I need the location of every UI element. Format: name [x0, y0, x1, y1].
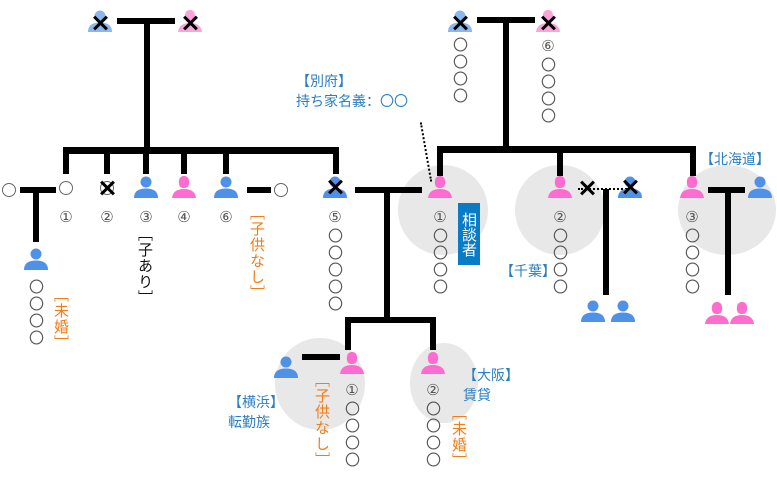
name-column: ①〇〇〇〇: [343, 381, 361, 469]
marriage-line: [247, 187, 271, 193]
grandmother-paternal: [177, 10, 203, 32]
name-column: ⑥: [217, 208, 235, 228]
note-yokohama: 【横浜】転勤族: [228, 393, 284, 433]
note-chiba: 【千葉】: [500, 264, 556, 280]
children-bar: [345, 317, 436, 323]
caption-unmarried: ［未婚］: [52, 287, 70, 351]
sister3: [679, 176, 705, 198]
drop-line: [143, 147, 149, 174]
name-column: 〇〇〇〇: [451, 37, 469, 105]
drop-line: [181, 147, 187, 174]
descent-line: [603, 189, 609, 295]
nephew-b: [610, 300, 636, 322]
deceased-x-icon: [93, 16, 107, 30]
grandmother-maternal: [535, 10, 561, 32]
caption-has-children: ［子あり］: [136, 226, 154, 306]
name-column: ⑤〇〇〇〇〇: [326, 208, 344, 313]
name-column: 〇〇〇〇: [27, 279, 45, 347]
consultant-badge: 相談者: [458, 203, 480, 265]
daughter1: [339, 352, 365, 374]
note-line: 賃貸: [463, 388, 491, 404]
drop-line: [223, 147, 229, 174]
name-column: ③: [137, 208, 155, 228]
consultant: [427, 176, 453, 198]
descent-line: [144, 18, 150, 150]
deceased-x-icon: [328, 180, 342, 194]
note-osaka: 【大阪】賃貸: [463, 366, 519, 406]
marriage-line: [302, 354, 340, 360]
note-line: 転勤族: [228, 415, 270, 431]
spouse-circle: [2, 183, 16, 197]
caption-unmarried: ［未婚］: [450, 405, 468, 469]
sibling-bar: [63, 147, 339, 154]
name-column: ①: [57, 208, 75, 228]
deceased-x-icon: [453, 16, 467, 30]
sister2: [547, 176, 573, 198]
drop-line: [430, 317, 436, 350]
drop-line: [63, 147, 69, 174]
daughter2: [420, 352, 446, 374]
deceased-x-icon: [100, 181, 114, 195]
niece-a: [704, 302, 730, 324]
cousin: [23, 248, 49, 270]
note-hokkaido: 【北海道】: [700, 152, 770, 168]
name-column: ②: [98, 208, 116, 228]
deceased-x-icon: [541, 16, 555, 30]
note-line: 【別府】: [296, 74, 352, 90]
name-column: ②〇〇〇〇: [551, 208, 569, 296]
uncle6: [213, 176, 239, 198]
uncle2-circle: [100, 181, 114, 195]
name-column: ①〇〇〇〇: [431, 208, 449, 296]
drop-line: [557, 146, 563, 176]
drop-line: [104, 147, 110, 174]
uncle3: [133, 176, 159, 198]
aunt4: [171, 176, 197, 198]
drop-line: [345, 317, 351, 350]
descent-line: [503, 17, 509, 148]
drop-line: [333, 147, 339, 174]
highlight-daughter2: [410, 343, 478, 423]
grandfather-maternal: [447, 10, 473, 32]
nephew-a: [580, 300, 606, 322]
sister3-husband: [747, 176, 773, 198]
caption-no-children: ［子供なし］: [313, 372, 331, 468]
descent-line: [725, 187, 731, 295]
name-column: ②〇〇〇〇: [424, 381, 442, 469]
sibling-bar: [437, 146, 696, 153]
name-column: ⑥〇〇〇〇: [539, 37, 557, 125]
grandfather-paternal: [87, 10, 113, 32]
son-in-law: [273, 356, 299, 378]
note-line: 持ち家名義：〇〇: [296, 94, 408, 110]
descent-line: [384, 187, 390, 320]
divorced-x-icon: [623, 180, 637, 194]
father: [322, 176, 348, 198]
uncle6-spouse-circle: [274, 183, 288, 197]
name-column: ④: [175, 208, 193, 228]
descent-line: [33, 187, 39, 242]
note-line: 【横浜】: [228, 395, 284, 411]
drop-line: [437, 146, 443, 176]
deceased-x-icon: [183, 16, 197, 30]
name-column: ③〇〇〇〇: [683, 208, 701, 296]
caption-no-children: ［子供なし］: [248, 205, 266, 301]
drop-line: [690, 146, 696, 176]
sister2-ex-husband: [617, 176, 643, 198]
divorced-x-icon: [580, 181, 594, 195]
note-line: 【大阪】: [463, 368, 519, 384]
uncle1-circle: [59, 181, 73, 195]
note-beppu: 【別府】持ち家名義：〇〇: [296, 72, 408, 112]
niece-b: [729, 302, 755, 324]
